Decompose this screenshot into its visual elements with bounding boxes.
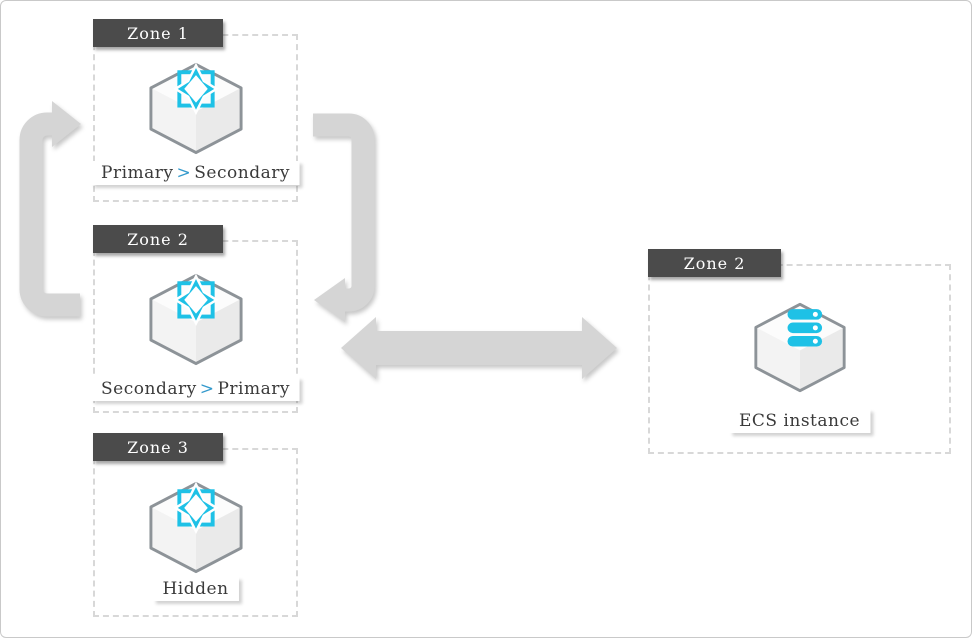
zone-3-role-label: Hidden [152, 577, 239, 601]
loop-arrow-down-head [314, 278, 345, 322]
loop-arrow-down [313, 113, 375, 322]
zone-1-box: Zone 1 Primary>Secondary [91, 19, 300, 202]
ecs-instance-text: ECS instance [738, 411, 861, 431]
ecs-instance-icon [753, 302, 846, 393]
role-hidden: Hidden [162, 579, 229, 599]
zone-2-left-tab-label: Zone 2 [127, 229, 189, 249]
zone-2-right-tab: Zone 2 [648, 249, 781, 277]
mongodb-node-icon [148, 273, 243, 366]
loop-arrow-up-head [52, 101, 81, 147]
mongodb-node-icon [148, 481, 243, 574]
role-to: Primary [217, 379, 290, 399]
role-from: Primary [101, 163, 174, 183]
zone-1-tab: Zone 1 [93, 19, 223, 47]
bidirectional-arrow [341, 317, 617, 379]
ecs-instance-label: ECS instance [728, 409, 871, 433]
zone-3-tab: Zone 3 [93, 433, 223, 461]
role-arrow-separator: > [199, 379, 215, 399]
zone-2-left-box: Zone 2 Secondary>Primary [91, 225, 300, 413]
mongodb-node-icon [148, 62, 243, 155]
zone-2-left-tab: Zone 2 [93, 225, 223, 253]
zone-2-right-box: Zone 2 ECS instance [648, 249, 951, 454]
role-arrow-separator: > [176, 163, 192, 183]
zone-1-tab-label: Zone 1 [127, 23, 189, 43]
zone-3-box: Zone 3 Hidden [93, 433, 298, 617]
role-from: Secondary [101, 379, 197, 399]
zone-2-right-tab-label: Zone 2 [683, 253, 746, 273]
zone-3-tab-label: Zone 3 [127, 437, 189, 457]
server-bars [787, 309, 822, 347]
loop-arrow-up [19, 101, 81, 317]
role-to: Secondary [194, 163, 290, 183]
zone-1-role-label: Primary>Secondary [91, 161, 300, 185]
zone-2-left-role-label: Secondary>Primary [91, 377, 300, 401]
